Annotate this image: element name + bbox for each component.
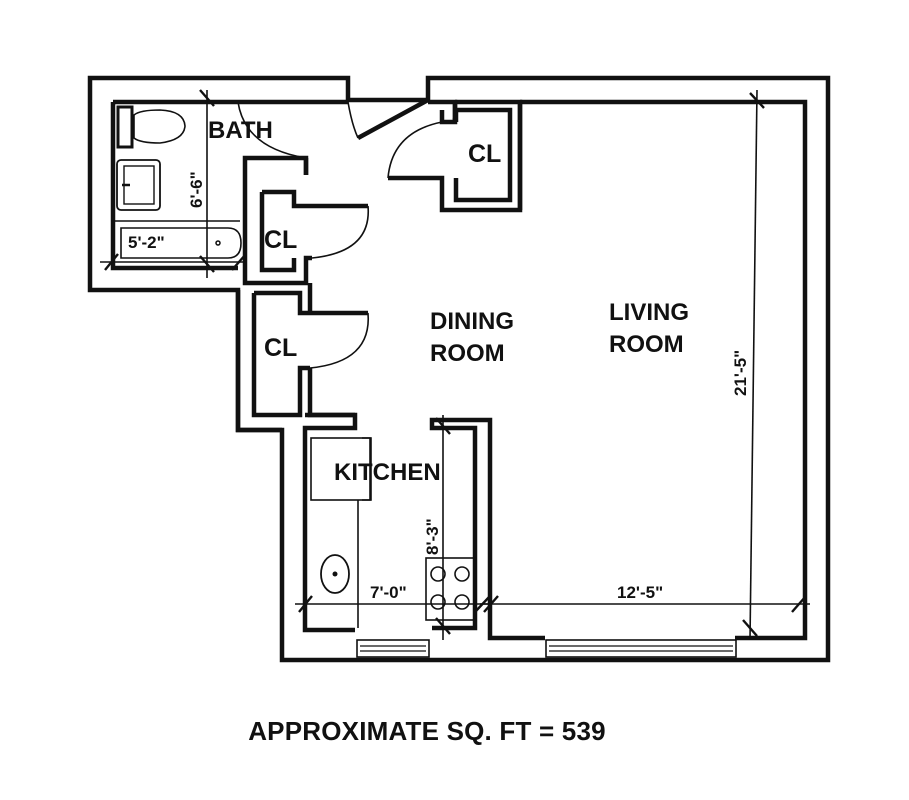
room-label-closet-top: CL [468, 140, 501, 168]
room-label-closet-left-upper: CL [264, 226, 297, 254]
room-label-bath: BATH [208, 117, 273, 144]
room-label-kitchen: KITCHEN [334, 459, 441, 486]
window-living [545, 639, 737, 658]
room-label-closet-left-lower: CL [264, 334, 297, 362]
sink-icon [116, 159, 161, 211]
dim-kitchen-length: 8'-3" [423, 518, 442, 555]
entry-door[interactable] [347, 98, 430, 140]
bathtub-icon [120, 227, 242, 259]
dimension-lines [100, 89, 810, 641]
bathroom [113, 101, 309, 259]
room-label-dining-line1: DINING [430, 308, 514, 335]
room-label-dining-line2: ROOM [430, 340, 505, 367]
square-footage-caption: APPROXIMATE SQ. FT = 539 [0, 716, 909, 747]
kitchen-sink-icon [320, 554, 350, 594]
dim-bath-length: 6'-6" [187, 171, 206, 208]
closet-left-upper [242, 158, 369, 286]
stove-icon [425, 557, 477, 621]
closet-top [387, 99, 523, 213]
kitchen [310, 437, 477, 628]
square-footage-text: APPROXIMATE SQ. FT = 539 [248, 716, 606, 746]
window-kitchen [356, 639, 430, 658]
dim-living-length: 21'-5" [731, 350, 750, 396]
refrigerator-icon [310, 437, 372, 501]
closet-left-lower [235, 283, 369, 433]
dim-living-width: 12'-5" [617, 583, 663, 602]
dim-bath-width: 5'-2" [128, 233, 165, 252]
dim-kitchen-width: 7'-0" [370, 583, 407, 602]
outer-walls [87, 75, 831, 663]
room-label-living-line1: LIVING [609, 299, 689, 326]
toilet-icon [133, 109, 186, 144]
room-label-living-line2: ROOM [609, 331, 684, 358]
